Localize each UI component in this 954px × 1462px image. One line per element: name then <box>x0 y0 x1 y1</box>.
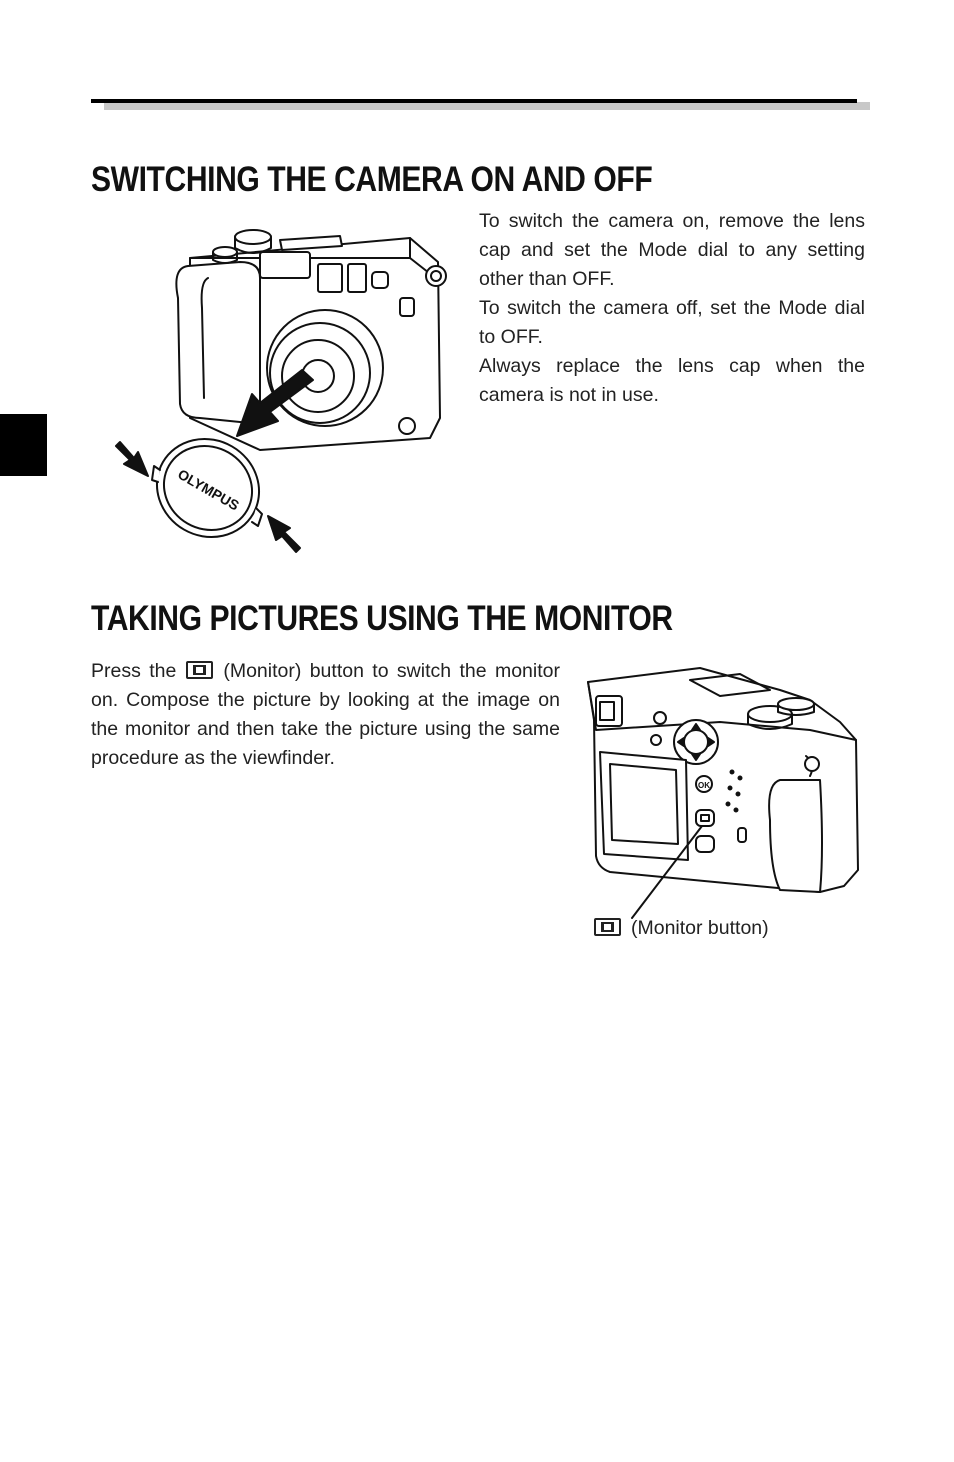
section-title-monitor: TAKING PICTURES USING THE MONITOR <box>91 599 673 638</box>
monitor-button-caption: (Monitor button) <box>594 917 769 940</box>
caption-text: (Monitor button) <box>631 917 769 939</box>
section1-paragraph-2: To switch the camera off, set the Mode d… <box>479 297 865 348</box>
section2-text-before-icon: Press the <box>91 660 177 682</box>
header-rule-shadow <box>104 102 870 110</box>
chapter-side-tab <box>0 414 47 476</box>
camera-lens-cap-illustration: OLYMPUS <box>115 229 447 553</box>
section1-paragraph-1: To switch the camera on, remove the lens… <box>479 210 865 290</box>
section2-body: Press the(Monitor) button to switch the … <box>91 657 560 773</box>
camera-back-illustration: OK <box>587 667 859 919</box>
section-title-switching: SWITCHING THE CAMERA ON AND OFF <box>91 160 653 199</box>
monitor-button-icon <box>594 918 621 936</box>
ok-button-label: OK <box>698 781 710 790</box>
header-rule <box>91 99 857 103</box>
section1-body: To switch the camera on, remove the lens… <box>479 207 865 410</box>
section1-paragraph-3: Always replace the lens cap when the cam… <box>479 355 865 406</box>
section2-text-after-icon: (Monitor) button to switch the monitor o… <box>91 660 560 769</box>
section2-paragraph: Press the(Monitor) button to switch the … <box>91 657 560 773</box>
monitor-button-icon <box>186 661 214 679</box>
